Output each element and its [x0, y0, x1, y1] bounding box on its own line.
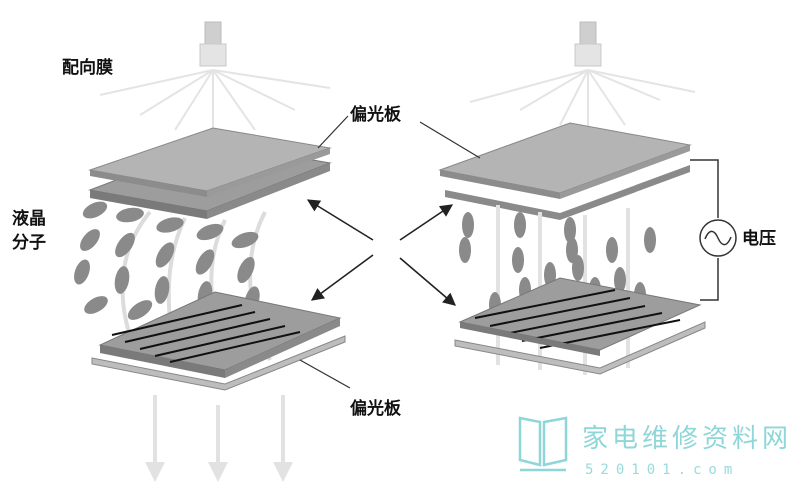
alignment-film-label: 配向膜 [62, 58, 113, 78]
watermark-logo-icon [518, 416, 568, 472]
pointer-arrows [306, 199, 456, 306]
voltage-circuit [690, 159, 719, 301]
left-bottom-polarizer [91, 291, 346, 391]
left-output-arrows [145, 395, 293, 482]
leader-lines [299, 115, 481, 389]
watermark-site-name: 家电维修资料网 [582, 424, 793, 454]
lc-label-line1: 液晶 [12, 209, 46, 229]
left-top-polarizer [88, 127, 332, 219]
polarizer-bottom-label: 偏光板 [350, 399, 401, 419]
voltage-label: 电压 [742, 229, 776, 249]
right-bottom-polarizer [454, 277, 706, 375]
watermark-url: 520101.com [585, 462, 740, 478]
sine-wave-circle-icon [699, 219, 737, 257]
lc-label-line2: 分子 [12, 233, 46, 253]
polarizer-top-label: 偏光板 [350, 105, 401, 125]
right-top-polarizer [438, 122, 692, 220]
right-lamp [469, 21, 696, 160]
